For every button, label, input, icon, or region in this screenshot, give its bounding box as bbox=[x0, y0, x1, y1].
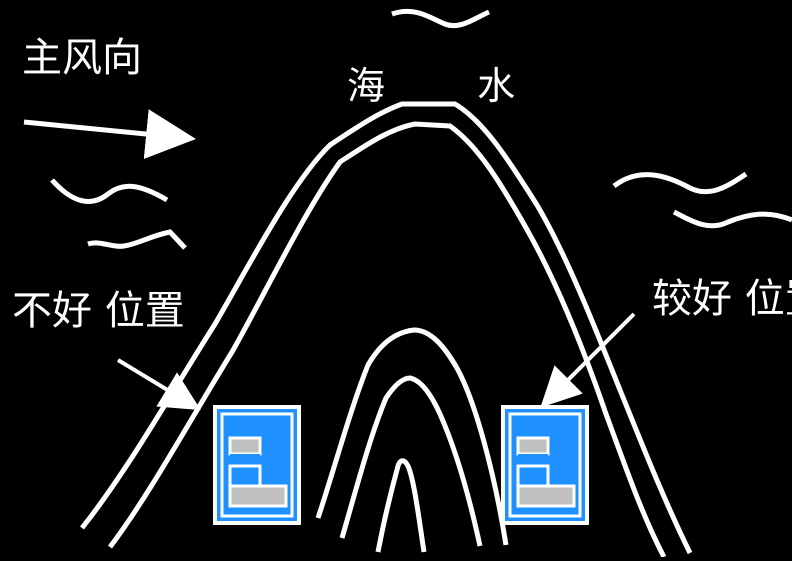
sea-wave-icon bbox=[50, 178, 169, 204]
sea-wave-icon bbox=[87, 229, 187, 250]
sea-wave-icon bbox=[672, 209, 792, 229]
building-icon bbox=[501, 405, 589, 525]
sea-wave-icon bbox=[391, 8, 491, 28]
sea-wave-icon bbox=[612, 171, 748, 195]
sea-water-label: 海 水 bbox=[347, 64, 516, 108]
pointer-arrow-icon bbox=[540, 312, 636, 408]
wind-arrow-icon bbox=[23, 109, 196, 159]
pointer-arrow-icon bbox=[116, 358, 201, 411]
inner-ridge-2 bbox=[339, 375, 483, 547]
coastline-outer bbox=[80, 101, 693, 555]
wind-direction-label: 主风向 bbox=[22, 35, 142, 81]
inner-ridge-3 bbox=[375, 458, 427, 553]
bad-position-label: 不好 位置 bbox=[12, 288, 185, 334]
good-position-label: 较好 位置 bbox=[652, 276, 792, 322]
inner-ridge-1 bbox=[315, 327, 509, 546]
coastline-inner bbox=[108, 121, 667, 559]
building-icon bbox=[213, 405, 301, 525]
